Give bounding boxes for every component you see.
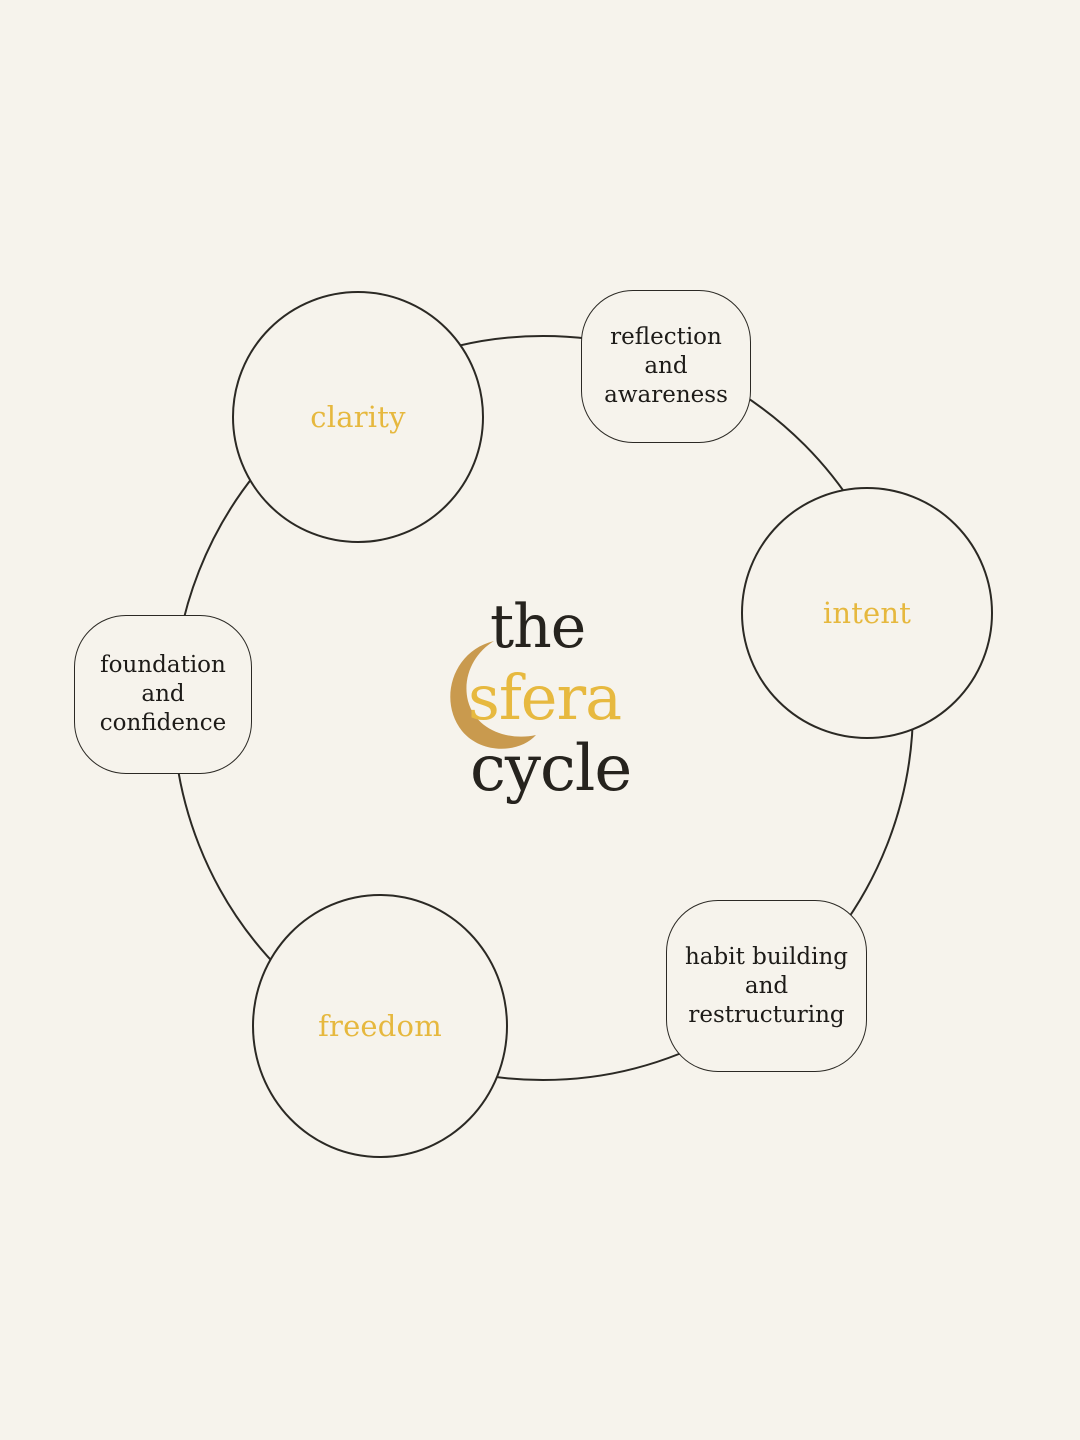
node-freedom: freedom [252, 894, 508, 1158]
node-habit-line: and [744, 972, 789, 999]
node-intent: intent [741, 487, 993, 739]
node-reflection-awareness: reflection and awareness [581, 290, 751, 443]
node-foundation-label: foundation and confidence [100, 651, 227, 738]
node-clarity-label: clarity [310, 400, 406, 434]
node-foundation-line: and [141, 681, 185, 707]
center-title: the sfera cycle [420, 585, 680, 825]
node-foundation-line: foundation [100, 652, 226, 678]
node-reflection-label: reflection and awareness [604, 323, 728, 410]
node-habit-building: habit building and restructuring [666, 900, 867, 1072]
node-freedom-label: freedom [318, 1009, 442, 1043]
title-the: the [490, 592, 586, 662]
node-reflection-line: reflection [610, 324, 722, 350]
node-foundation-confidence: foundation and confidence [74, 615, 252, 774]
title-sfera: sfera [468, 661, 622, 734]
node-habit-line: restructuring [688, 1001, 845, 1028]
node-clarity: clarity [232, 291, 484, 543]
node-reflection-line: and [644, 353, 688, 379]
crescent-moon-icon [450, 641, 536, 749]
node-foundation-line: confidence [99, 710, 227, 736]
node-habit-line: habit building [684, 943, 849, 970]
node-habit-label: habit building and restructuring [685, 943, 848, 1030]
node-reflection-line: awareness [604, 382, 728, 408]
node-intent-label: intent [822, 596, 912, 630]
title-cycle: cycle [470, 732, 632, 806]
